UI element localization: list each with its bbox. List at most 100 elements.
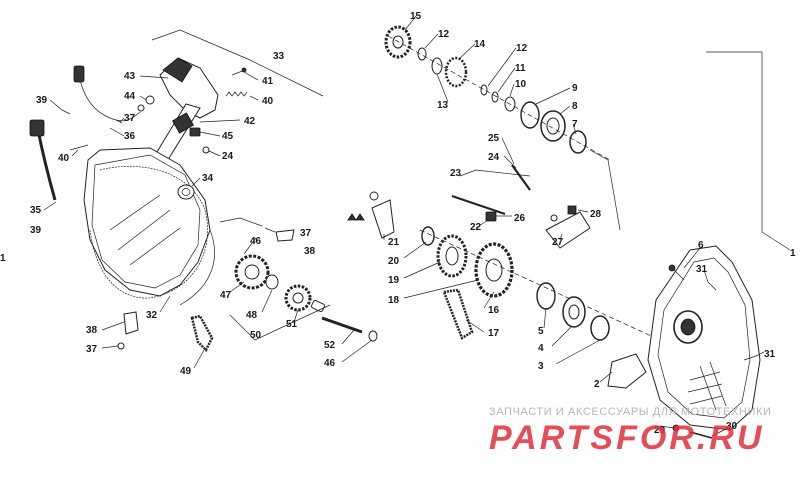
- pin-40-lower: [69, 144, 89, 151]
- watermark-logo: PARTSFOR.RU: [489, 419, 765, 457]
- chain-17: [442, 288, 474, 340]
- leader-11: [497, 67, 516, 93]
- clip-45: [189, 127, 201, 137]
- leader-47: [229, 281, 245, 293]
- callout-1-left: 1: [0, 253, 6, 264]
- leader-31b: [755, 351, 765, 357]
- sprocket-14: [444, 56, 468, 88]
- callout-39: 39: [30, 225, 42, 236]
- callout-22: 22: [470, 222, 482, 233]
- leader-40b: [71, 149, 79, 157]
- leader-34: [191, 177, 201, 187]
- chaincase-cover-32: [83, 147, 211, 297]
- callout-12: 12: [438, 29, 450, 40]
- cover-32-ribs: [109, 194, 181, 266]
- washer-11: [491, 91, 499, 103]
- leader-29: [659, 425, 675, 429]
- callout-19: 19: [388, 275, 400, 286]
- callout-labels: 15 12 14 12 11 10 9 8 7 13 33 41 40 42 4…: [0, 11, 796, 436]
- callout-36: 36: [124, 131, 136, 142]
- callout-10: 10: [515, 79, 527, 90]
- washer-12-mid: [480, 84, 488, 96]
- callout-37: 37: [86, 344, 98, 355]
- sprocket-18-hub: [485, 258, 503, 282]
- chaincase-housing: [647, 245, 761, 431]
- clip-38-upper: [275, 229, 295, 242]
- circlip-9: [520, 101, 540, 129]
- seal-34: [177, 184, 195, 200]
- leader-24a: [208, 150, 221, 157]
- leader-49: [193, 349, 205, 369]
- screw-31-right: [743, 355, 757, 361]
- callout-34: 34: [202, 173, 214, 184]
- leader-42: [199, 119, 241, 123]
- callout-11: 11: [515, 63, 526, 74]
- callout-29: 29: [654, 425, 666, 436]
- bearing-4-inner: [568, 304, 580, 320]
- leader-15: [404, 15, 417, 31]
- ring-20: [421, 226, 435, 246]
- leader-2: [599, 371, 613, 383]
- callout-17: 17: [488, 328, 500, 339]
- pin-41-head: [241, 67, 247, 73]
- circlip-5: [536, 282, 556, 310]
- leader-9: [535, 87, 571, 105]
- connector-plug: [73, 65, 85, 83]
- bracket-46: [219, 217, 263, 227]
- leader-37a: [119, 117, 125, 123]
- callout-38: 38: [86, 325, 98, 336]
- screw-37-right: [264, 227, 276, 233]
- callout-25: 25: [488, 133, 500, 144]
- leader-36: [109, 127, 125, 137]
- leader-38b: [101, 321, 125, 331]
- callout-24: 24: [222, 151, 234, 162]
- callout-49: 49: [180, 366, 192, 377]
- washer-12-top: [417, 47, 427, 61]
- wire-lower: [179, 229, 215, 306]
- block-28: [567, 205, 577, 215]
- callout-46: 46: [324, 358, 336, 369]
- gear-51-hub: [292, 292, 304, 304]
- leader-39a: [49, 99, 63, 111]
- washer-top-21: [369, 191, 379, 201]
- screw-37-top: [115, 119, 123, 124]
- pin-25: [511, 164, 531, 191]
- callout-47: 47: [220, 290, 232, 301]
- leader-43: [139, 75, 169, 79]
- leader-40: [249, 95, 259, 101]
- leader-25: [501, 137, 515, 165]
- leader-41: [243, 71, 259, 81]
- callout-16: 16: [488, 305, 500, 316]
- callout-12: 12: [516, 43, 528, 54]
- leader-28: [577, 209, 589, 213]
- callout-38: 38: [304, 246, 316, 257]
- leader-19: [403, 261, 441, 279]
- bracket-23: [459, 169, 531, 177]
- leader-22: [475, 219, 489, 229]
- callout-27: 27: [552, 237, 564, 248]
- leader-24b: [503, 155, 517, 169]
- callout-20: 20: [388, 256, 400, 267]
- leader-6: [683, 247, 701, 269]
- callout-44: 44: [124, 91, 136, 102]
- callout-3: 3: [538, 361, 544, 372]
- cable-35-end: [29, 119, 45, 137]
- callout-48: 48: [246, 310, 258, 321]
- callout-51: 51: [286, 319, 298, 330]
- callout-5: 5: [538, 326, 544, 337]
- callout-14: 14: [474, 39, 486, 50]
- callout-31: 31: [696, 264, 708, 275]
- callout-13: 13: [437, 100, 449, 111]
- callout-15: 15: [410, 11, 422, 22]
- callout-37: 37: [124, 113, 136, 124]
- leader-13: [436, 73, 449, 103]
- leader-52: [341, 329, 355, 345]
- right-assembly: [347, 25, 791, 439]
- ring-43: [137, 104, 145, 112]
- callout-46: 46: [250, 236, 262, 247]
- leader-3: [555, 339, 601, 365]
- callout-41: 41: [262, 76, 274, 87]
- leader-12b: [487, 47, 517, 87]
- callout-40: 40: [262, 96, 274, 107]
- washer-24-left: [202, 146, 210, 154]
